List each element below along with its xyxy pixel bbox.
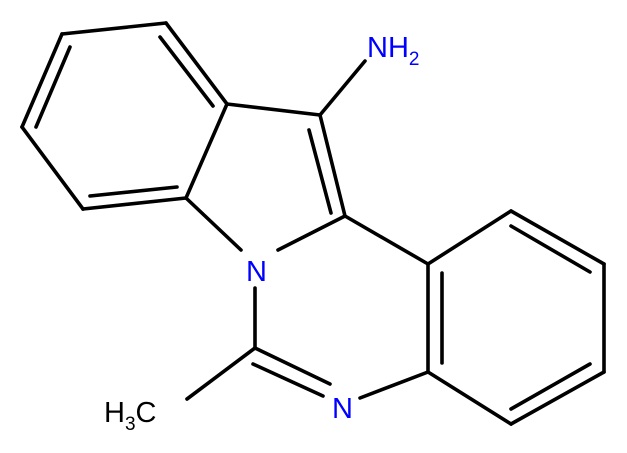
- bond: [184, 196, 243, 252]
- bond: [60, 21, 168, 36]
- quinazoline-nitrogen-label: N: [332, 393, 353, 425]
- methyl-label: H3C: [104, 397, 156, 435]
- bond: [164, 21, 229, 106]
- bond: [509, 370, 606, 426]
- quinazoline-benzene-ring: [426, 209, 606, 426]
- double-bond-inner: [88, 185, 179, 198]
- bond: [253, 346, 332, 386]
- bond: [318, 113, 347, 218]
- amine-label: NH2: [367, 32, 419, 70]
- double-bond-inner: [509, 362, 592, 411]
- pyrrole-ring: [184, 102, 347, 252]
- bond: [276, 214, 347, 252]
- double-bond-inner: [158, 35, 215, 108]
- bond: [20, 32, 64, 129]
- bond: [225, 102, 322, 117]
- double-bond-inner: [307, 128, 333, 215]
- bond: [318, 59, 367, 117]
- bond: [509, 209, 606, 266]
- indole-benzene-ring: [20, 21, 229, 211]
- bond: [358, 370, 430, 400]
- double-bond-inner: [509, 224, 592, 274]
- pyrimidine-ring: [251, 214, 430, 400]
- bond: [20, 125, 85, 211]
- bond: [426, 209, 513, 266]
- bond: [81, 196, 188, 211]
- double-bond-inner: [34, 45, 72, 129]
- bond: [426, 370, 513, 426]
- bond: [185, 346, 257, 401]
- double-bond-inner: [251, 362, 325, 398]
- indole-nitrogen-label: N: [246, 256, 267, 288]
- bond: [343, 214, 430, 266]
- bond: [184, 102, 229, 200]
